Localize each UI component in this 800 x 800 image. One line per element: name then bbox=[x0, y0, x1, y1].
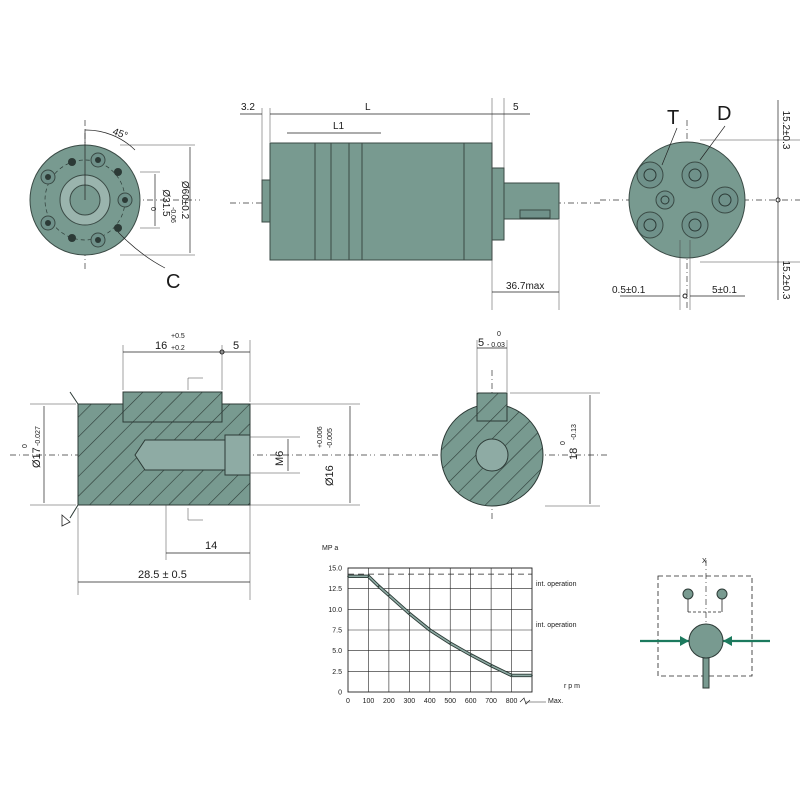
port-dim-bottom: 15.2±0.3 bbox=[780, 261, 791, 300]
height-label: 18 bbox=[568, 448, 580, 460]
shaft-diameter-label: Ø17 bbox=[31, 447, 43, 468]
dim-l1: L1 bbox=[333, 121, 345, 132]
chart-x-tick-label: 700 bbox=[485, 698, 497, 705]
chart-point bbox=[428, 629, 431, 631]
chart-point bbox=[510, 674, 513, 677]
hydraulic-symbol: X bbox=[640, 558, 770, 689]
chart-point bbox=[408, 612, 411, 615]
chart-point bbox=[531, 674, 533, 677]
key-section: 5 0 - 0.03 18 0 -0.13 bbox=[380, 331, 610, 520]
key-length-tol-upper: +0.5 bbox=[171, 333, 185, 340]
chart-x-tick-label: 0 bbox=[346, 698, 350, 705]
pilot-tol-upper: 0 bbox=[149, 207, 156, 211]
max-label: Max. bbox=[548, 698, 563, 705]
chart-point bbox=[367, 575, 370, 578]
height-tol-lower: -0.13 bbox=[571, 424, 578, 440]
front-view: 45° Ø31.5 0 -0.06 Ø60±0.2 C bbox=[29, 120, 200, 293]
chart-y-tick-label: 5.0 bbox=[332, 648, 342, 655]
shaft-section: 16 +0.5 +0.2 5 Ø17 0 -0.027 M6 Ø16 +0.00… bbox=[10, 333, 375, 600]
key-width-label: 5 bbox=[478, 337, 484, 349]
port-dim-b: 5±0.1 bbox=[712, 285, 737, 296]
bolt-holes bbox=[40, 152, 133, 248]
chart-series-line-inner bbox=[348, 575, 532, 677]
side-view: 3.2 L 5 L1 36.7max bbox=[230, 98, 600, 310]
dim-shaft: 36.7max bbox=[506, 281, 544, 292]
key-width-tol-lower: - 0.03 bbox=[487, 342, 505, 349]
outer-diameter-label: Ø60±0.2 bbox=[179, 181, 190, 220]
thread-label: M6 bbox=[274, 451, 286, 466]
pressure-speed-chart: MP a r p m int. operation int. operation… bbox=[322, 545, 580, 705]
chart-point bbox=[377, 585, 380, 587]
chart-x-tick-label: 200 bbox=[383, 698, 395, 705]
chart-x-tick-label: 600 bbox=[465, 698, 477, 705]
chart-point bbox=[388, 594, 390, 597]
callout-c: C bbox=[166, 271, 180, 293]
chart-point bbox=[347, 575, 349, 578]
chart-y-tick-label: 2.5 bbox=[332, 669, 342, 676]
chart-x-tick-label: 500 bbox=[444, 698, 456, 705]
key-length-label: 16 bbox=[155, 340, 167, 352]
key-gap-label: 5 bbox=[233, 340, 239, 352]
chart-x-tick-label: 300 bbox=[403, 698, 415, 705]
chart-y-tick-label: 12.5 bbox=[328, 586, 342, 593]
port-dim-a: 0.5±0.1 bbox=[612, 285, 646, 296]
dim-right: 5 bbox=[513, 102, 519, 113]
port-holes bbox=[636, 161, 739, 239]
motor-symbol-circle bbox=[688, 623, 724, 659]
height-tol-upper: 0 bbox=[560, 441, 567, 445]
threaded-bore bbox=[134, 434, 251, 476]
chart-y-tick-label: 10.0 bbox=[328, 607, 342, 614]
dia-16-tol-upper: +0.006 bbox=[317, 426, 324, 448]
chart-y-tick-label: 0 bbox=[338, 690, 342, 697]
symbol-top-mark: X bbox=[702, 558, 707, 565]
chart-point bbox=[469, 654, 472, 656]
key-width-tol-upper: 0 bbox=[497, 331, 501, 338]
chart-x-tick-label: 400 bbox=[424, 698, 436, 705]
port-view: T D 15.2±0.3 15.2±0.3 0.5±0.1 5±0.1 bbox=[600, 100, 800, 310]
chart-xlabel: r p m bbox=[564, 683, 580, 690]
dim-14-label: 14 bbox=[205, 540, 217, 552]
dia-16-label: Ø16 bbox=[324, 465, 336, 486]
chart-point bbox=[490, 664, 492, 667]
axis-break-mark bbox=[519, 697, 531, 705]
chart-series-line-outer bbox=[348, 574, 532, 678]
pilot-diameter-label: Ø31.5 bbox=[160, 189, 171, 217]
annotation-1: int. operation bbox=[536, 581, 577, 588]
port-dim-top: 15.2±0.3 bbox=[780, 111, 791, 150]
motor-body bbox=[269, 142, 493, 261]
pilot-tol-lower: -0.06 bbox=[169, 207, 176, 223]
dim-left: 3.2 bbox=[241, 102, 255, 113]
chart-y-tick-label: 15.0 bbox=[328, 566, 342, 573]
dia-16-tol-lower: -0.005 bbox=[327, 428, 334, 448]
chart-point bbox=[449, 642, 452, 645]
chart-x-tick-label: 100 bbox=[363, 698, 375, 705]
chart-ylabel: MP a bbox=[322, 545, 338, 552]
chart-ticks: 0 100 200 300 400 500 600 700 800 0 2.5 5.0 7.5 10.0 1… bbox=[328, 566, 546, 705]
dim-total-label: 28.5 ± 0.5 bbox=[138, 569, 187, 581]
port-t-label: T bbox=[667, 107, 679, 129]
key-length-tol-lower: +0.2 bbox=[171, 345, 185, 352]
shaft-tol-upper: 0 bbox=[22, 444, 29, 448]
angle-label: 45° bbox=[111, 126, 129, 142]
chart-y-tick-label: 7.5 bbox=[332, 628, 342, 635]
shaft-tol-lower: -0.027 bbox=[35, 426, 42, 446]
annotation-2: int. operation bbox=[536, 622, 577, 629]
chart-series bbox=[347, 574, 533, 678]
dim-l: L bbox=[365, 102, 371, 113]
port-d-label: D bbox=[717, 103, 731, 125]
chart-x-tick-label: 800 bbox=[506, 698, 518, 705]
